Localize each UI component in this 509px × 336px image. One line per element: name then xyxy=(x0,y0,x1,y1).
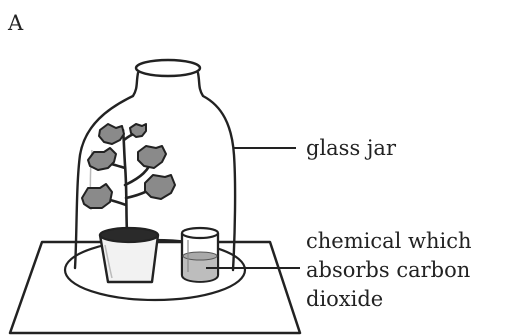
leaf xyxy=(144,174,176,200)
label-glass-jar: glass jar xyxy=(306,136,397,160)
leaf xyxy=(137,145,167,169)
leaf xyxy=(87,147,117,171)
panel-label: A xyxy=(7,11,24,35)
label-chemical-line-3: dioxide xyxy=(306,287,383,311)
leaf xyxy=(81,183,113,209)
leaf xyxy=(98,123,125,145)
flower-pot xyxy=(98,226,160,284)
leaf xyxy=(129,123,147,138)
plant-leaves xyxy=(81,123,176,209)
label-chemical-line-2: absorbs carbon xyxy=(306,258,470,282)
glass-jar xyxy=(73,58,237,272)
plant xyxy=(81,123,176,234)
label-chemical-line-1: chemical which xyxy=(306,229,472,253)
chemical-container xyxy=(180,226,220,283)
